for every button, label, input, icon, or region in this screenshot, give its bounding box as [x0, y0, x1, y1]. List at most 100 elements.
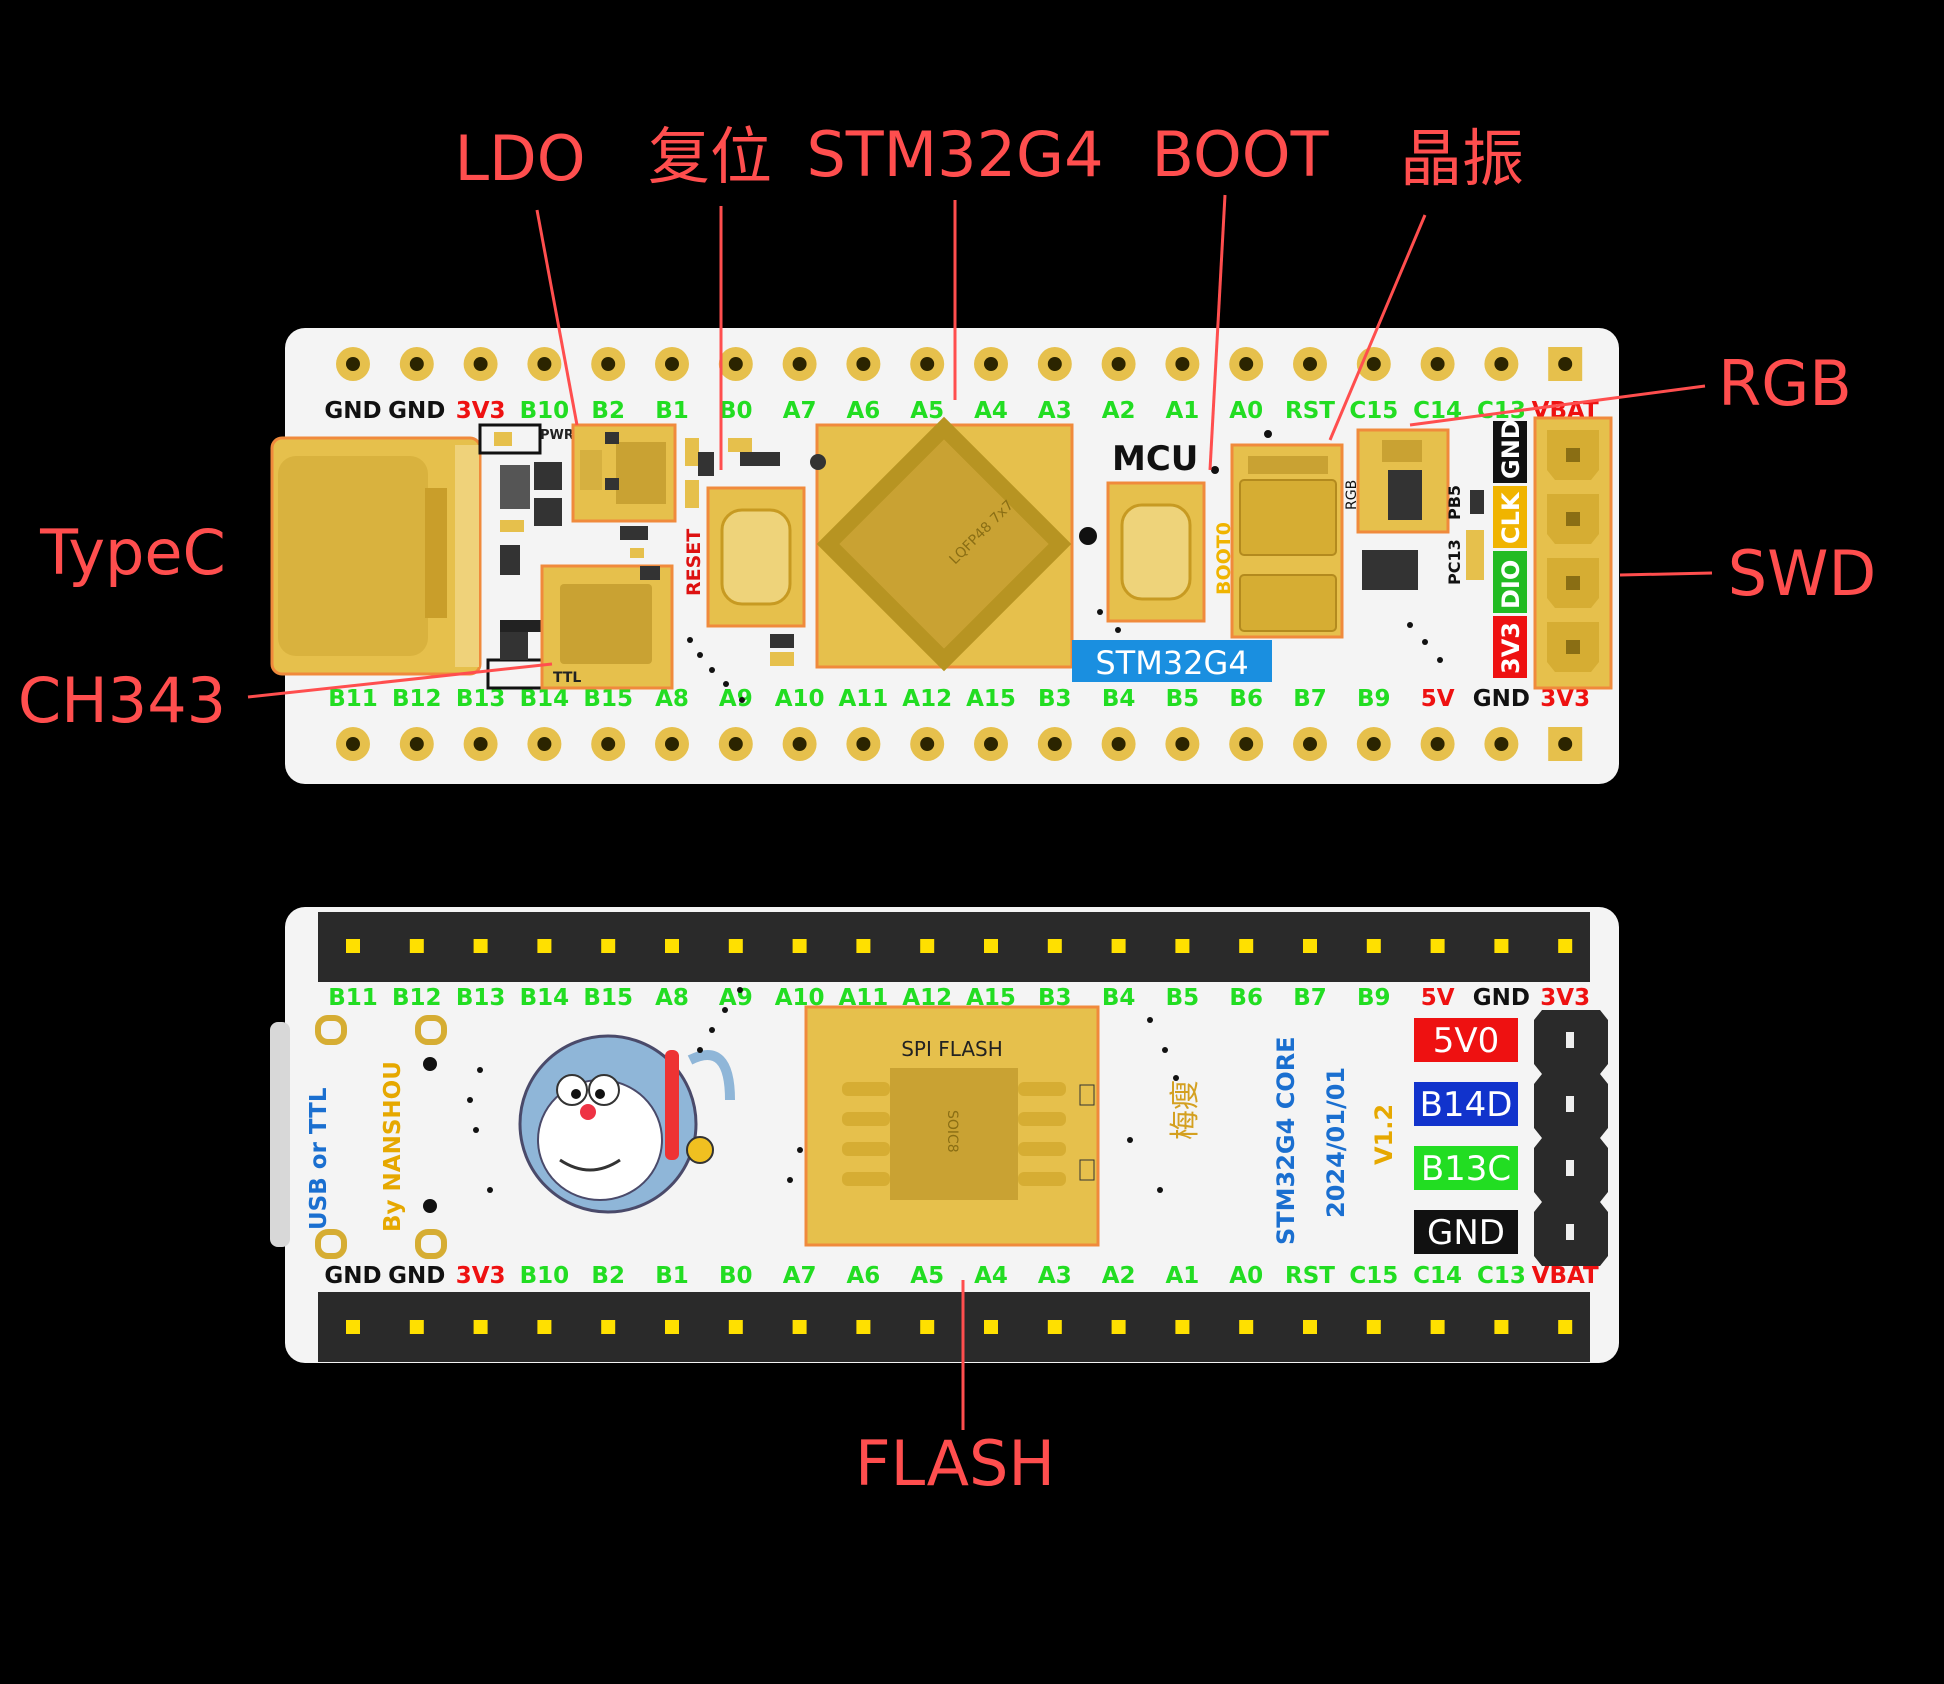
annotation-typec: TypeC [39, 516, 226, 589]
pin-label: RST [1285, 1263, 1335, 1289]
swd-header [1533, 416, 1613, 690]
header-pad [399, 727, 434, 761]
header-pad [846, 727, 881, 761]
mcu-label: MCU [1112, 439, 1198, 479]
pin-label: A15 [966, 686, 1016, 712]
pin-label: A4 [974, 398, 1008, 424]
by-nanshou-silk: By NANSHOU [380, 1061, 406, 1232]
annotation-reset: 复位 [648, 120, 772, 193]
header-pad [1420, 347, 1455, 381]
pin-label: 3V3 [1540, 686, 1590, 712]
header-pad [1101, 347, 1136, 381]
header-pad [1101, 727, 1136, 761]
pin-label: 5V [1421, 985, 1455, 1011]
pin-label: B13 [456, 686, 506, 712]
header-pin [1558, 939, 1573, 953]
header-pad [1356, 727, 1391, 761]
pin-label: C13 [1477, 1263, 1526, 1289]
header-pad [1165, 347, 1200, 381]
header-pad [1484, 727, 1519, 761]
header-pin [473, 1320, 488, 1334]
header-pin [537, 1320, 552, 1334]
header-pad [1037, 727, 1072, 761]
header-pin [1303, 939, 1317, 953]
usb-ttl-silk: USB or TTL [306, 1087, 332, 1230]
pin-label: A8 [655, 985, 689, 1011]
pin-label: B4 [1102, 686, 1136, 712]
boot-button: BOOT0 MCU [1106, 439, 1235, 623]
pin-label: B4 [1102, 985, 1136, 1011]
typec-connector [270, 436, 482, 676]
header-pin [728, 1320, 743, 1334]
header-pad [336, 727, 370, 761]
pin-label: B6 [1229, 686, 1263, 712]
pin-label: GND [1473, 985, 1530, 1011]
header-pin [1430, 939, 1445, 953]
header-pin [1430, 1320, 1445, 1334]
side-label: B13C [1414, 1146, 1518, 1190]
pin-label: GND [324, 398, 381, 424]
pin-label: C14 [1413, 1263, 1462, 1289]
pin-label: A2 [1102, 1263, 1136, 1289]
pin-label: A9 [719, 686, 753, 712]
front-top-header-pads [336, 347, 1583, 381]
pin-label: B9 [1357, 686, 1391, 712]
annotation-ldo: LDO [454, 122, 585, 195]
annotation-ch343: CH343 [18, 664, 226, 737]
pin-label: A5 [910, 398, 944, 424]
header-pad [655, 727, 689, 761]
pin-label: B7 [1293, 985, 1327, 1011]
pin-label: B10 [520, 398, 570, 424]
header-pin [792, 1320, 807, 1334]
header-pad [910, 347, 945, 381]
header-pin [1558, 1320, 1573, 1334]
pin-label: A10 [775, 686, 825, 712]
header-pad [718, 727, 753, 761]
pin-label: B6 [1229, 985, 1263, 1011]
header-pad [1420, 727, 1455, 761]
svg-text:B13C: B13C [1421, 1149, 1511, 1189]
header-pad [974, 347, 1008, 381]
pin-label: A7 [783, 1263, 817, 1289]
annotation-boot: BOOT [1152, 118, 1330, 191]
header-pad [655, 347, 689, 381]
pin-label: B1 [655, 1263, 689, 1289]
date-label: 2024/01/01 [1322, 1067, 1350, 1218]
usb-side-components: PWR [478, 423, 574, 690]
header-pad [1484, 347, 1519, 381]
header-pad [1229, 727, 1264, 761]
pin-label: B15 [583, 985, 633, 1011]
back-top-header [318, 912, 1590, 982]
boot-silk: BOOT0 [1213, 522, 1235, 595]
pin-label: B12 [392, 985, 442, 1011]
pin-label: C15 [1349, 398, 1398, 424]
back-right-header [1534, 1010, 1608, 1266]
side-label: 5V0 [1414, 1018, 1518, 1062]
header-pad [1293, 347, 1327, 381]
header-pin [1239, 939, 1254, 953]
pin-label: 3V3 [456, 1263, 506, 1289]
header-pin [792, 939, 807, 953]
pin-label: RST [1285, 398, 1335, 424]
header-pad [463, 347, 498, 381]
header-pin [1175, 939, 1190, 953]
reset-silk: RESET [683, 529, 705, 596]
crystal-oscillator [1230, 443, 1344, 639]
header-pin [856, 1320, 871, 1334]
pin-label: B5 [1166, 985, 1200, 1011]
spi-flash-chip: SPI FLASH SOIC8 [804, 1005, 1100, 1247]
header-pin [1111, 1320, 1126, 1334]
pin-label: A0 [1229, 1263, 1263, 1289]
pin-label: B0 [719, 1263, 753, 1289]
pin-label: B14 [520, 686, 570, 712]
header-pin [728, 939, 743, 953]
pin-label: GND [388, 1263, 445, 1289]
soic-marking: SOIC8 [944, 1110, 960, 1153]
header-pin [409, 1320, 424, 1334]
mascot-logo [518, 1034, 735, 1214]
